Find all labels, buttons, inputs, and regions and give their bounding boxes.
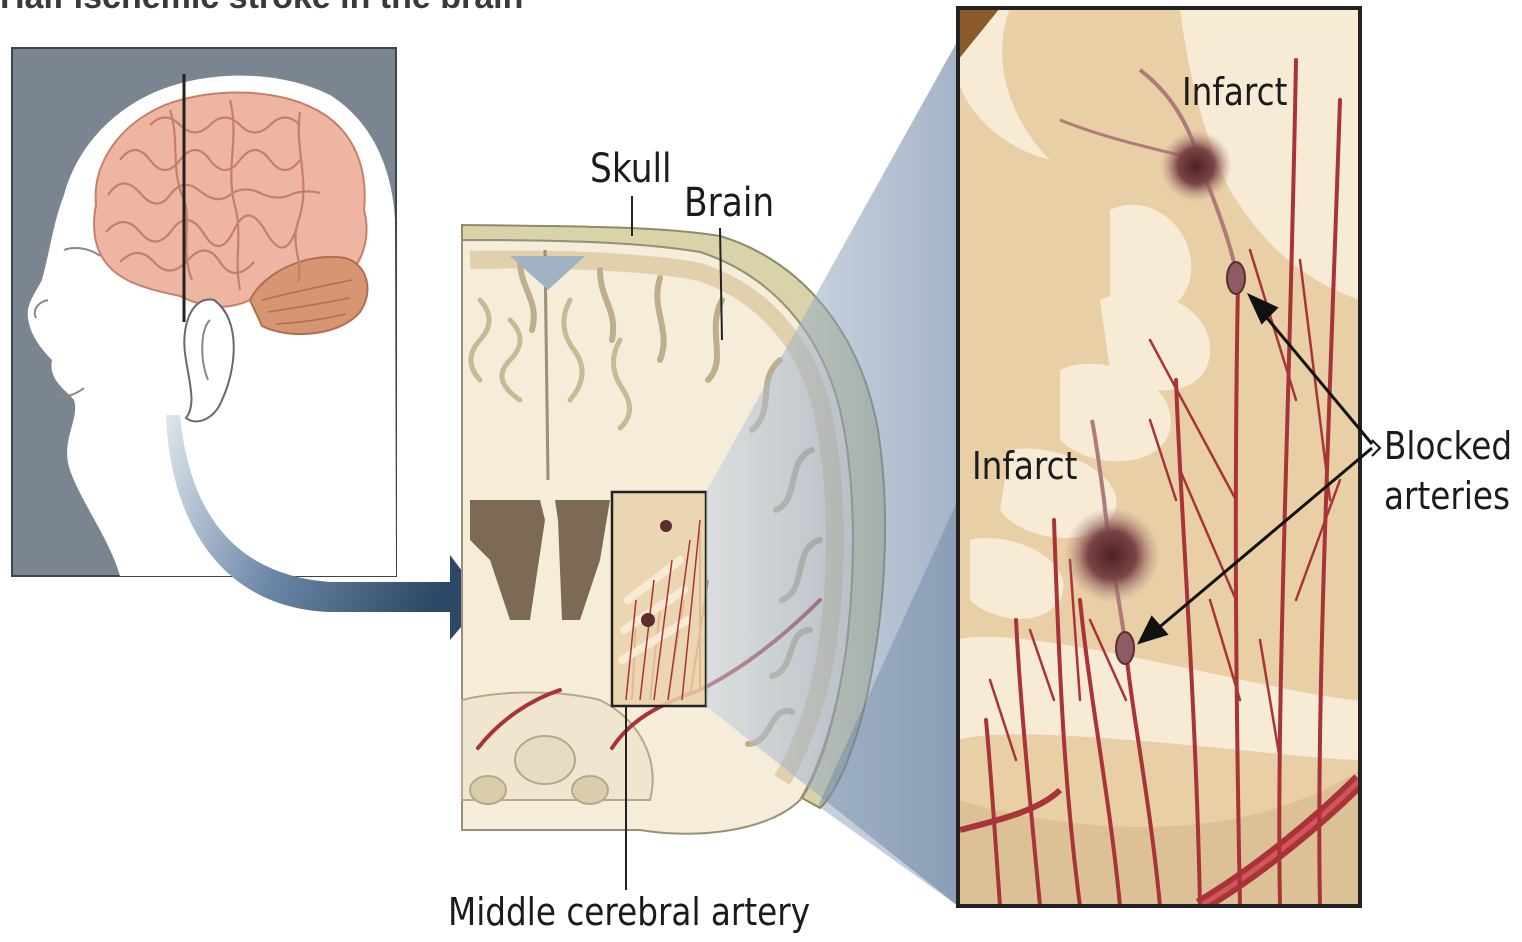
blocked-arteries-label-line2: arteries	[1384, 474, 1510, 518]
infarct-left-label: Infarct	[972, 444, 1077, 488]
clot-bottom	[1116, 632, 1134, 664]
middle-cerebral-artery-label: Middle cerebral artery	[448, 890, 810, 934]
blocked-arteries-label-line1: Blocked	[1384, 424, 1512, 468]
skull-label: Skull	[590, 146, 672, 192]
infarct-left	[1064, 507, 1160, 603]
brain-label: Brain	[684, 180, 774, 226]
infarct-top	[1160, 130, 1232, 202]
clot-top	[1227, 262, 1245, 294]
head-profile-panel	[12, 48, 396, 576]
infarct-top-label: Infarct	[1182, 70, 1287, 114]
